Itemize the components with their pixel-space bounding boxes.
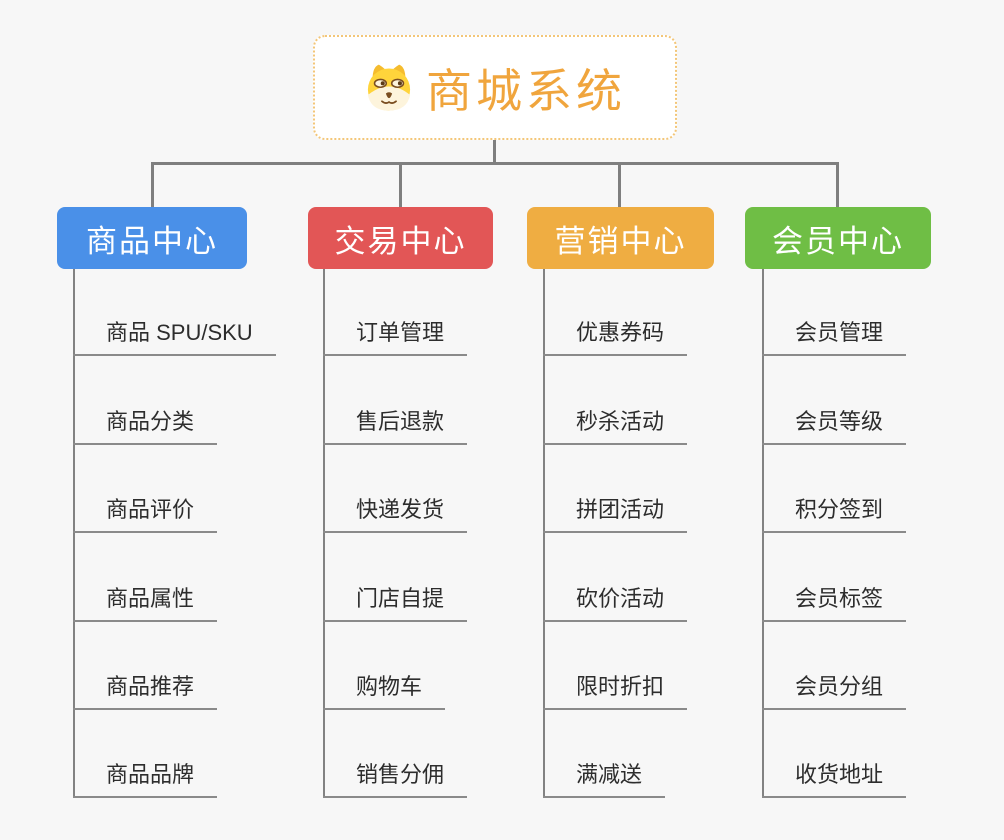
leaf-node[interactable]: 购物车 (323, 674, 446, 710)
branch-node-product-center[interactable]: 商品中心 (57, 207, 247, 269)
leaf-node[interactable]: 砍价活动 (543, 586, 688, 622)
connector-drop-marketing (618, 164, 621, 208)
leaf-node[interactable]: 商品 SPU/SKU (73, 320, 276, 356)
branch-node-trade-center[interactable]: 交易中心 (308, 207, 493, 269)
branch-column-trade-center: 订单管理 售后退款 快递发货 门店自提 购物车 销售分佣 (323, 269, 563, 800)
leaf-node[interactable]: 限时折扣 (543, 674, 688, 710)
leaf-node[interactable]: 商品分类 (73, 409, 218, 445)
connector-horizontal-bar (151, 162, 839, 165)
leaf-node[interactable]: 会员管理 (762, 320, 907, 356)
leaf-node[interactable]: 售后退款 (323, 409, 468, 445)
connector-trunk (323, 269, 325, 798)
dog-face-icon (364, 63, 414, 113)
leaf-node[interactable]: 满减送 (543, 762, 666, 798)
branch-node-marketing-center[interactable]: 营销中心 (527, 207, 714, 269)
connector-trunk (762, 269, 764, 798)
leaf-node[interactable]: 门店自提 (323, 586, 468, 622)
connector-trunk (543, 269, 545, 798)
branch-column-product-center: 商品 SPU/SKU 商品分类 商品评价 商品属性 商品推荐 商品品牌 (73, 269, 313, 800)
leaf-node[interactable]: 商品推荐 (73, 674, 218, 710)
connector-root-stub (493, 140, 496, 164)
leaf-node[interactable]: 快递发货 (323, 497, 468, 533)
leaf-node[interactable]: 收货地址 (762, 762, 907, 798)
branch-node-member-center[interactable]: 会员中心 (745, 207, 931, 269)
connector-drop-product (151, 164, 154, 208)
root-node[interactable]: 商城系统 (313, 35, 677, 140)
leaf-node[interactable]: 商品品牌 (73, 762, 218, 798)
leaf-node[interactable]: 拼团活动 (543, 497, 688, 533)
leaf-node[interactable]: 销售分佣 (323, 762, 468, 798)
connector-drop-trade (399, 164, 402, 208)
connector-drop-member (836, 164, 839, 208)
branch-column-member-center: 会员管理 会员等级 积分签到 会员标签 会员分组 收货地址 (762, 269, 1002, 800)
leaf-node[interactable]: 商品属性 (73, 586, 218, 622)
root-title: 商城系统 (426, 64, 626, 117)
leaf-node[interactable]: 秒杀活动 (543, 409, 688, 445)
leaf-node[interactable]: 积分签到 (762, 497, 907, 533)
leaf-node[interactable]: 商品评价 (73, 497, 218, 533)
leaf-node[interactable]: 订单管理 (323, 320, 468, 356)
leaf-node[interactable]: 会员标签 (762, 586, 907, 622)
leaf-node[interactable]: 会员分组 (762, 674, 907, 710)
branch-column-marketing-center: 优惠券码 秒杀活动 拼团活动 砍价活动 限时折扣 满减送 (543, 269, 783, 800)
leaf-node[interactable]: 优惠券码 (543, 320, 688, 356)
connector-trunk (73, 269, 75, 798)
leaf-node[interactable]: 会员等级 (762, 409, 907, 445)
